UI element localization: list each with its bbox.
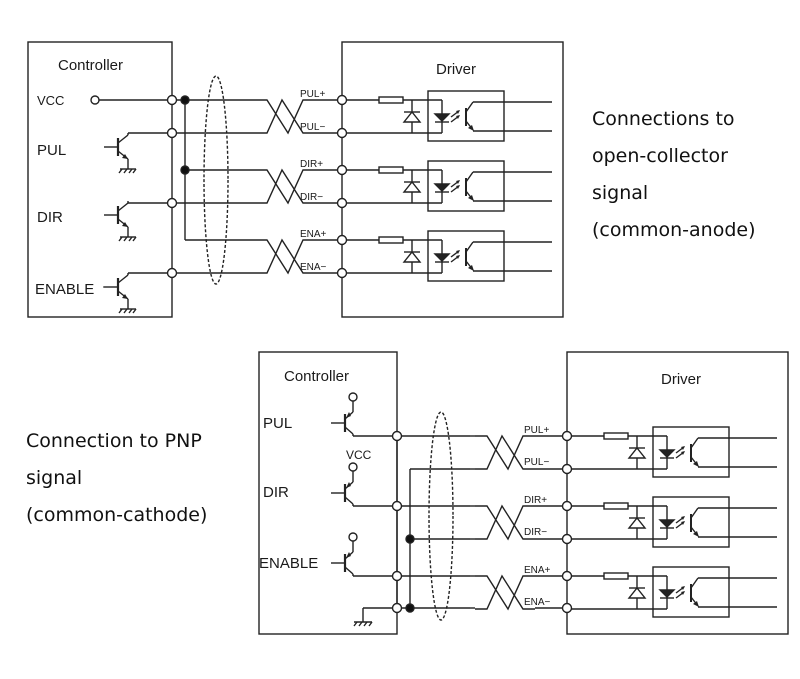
bottom-driver-input-stage-pul bbox=[566, 426, 778, 478]
bottom-caption-line: signal bbox=[26, 467, 83, 489]
top-caption-line: (common-anode) bbox=[592, 219, 756, 241]
top-shield-ellipse bbox=[203, 75, 229, 285]
bottom-ground-icon bbox=[353, 621, 373, 627]
top-caption-line: open-collector bbox=[592, 145, 728, 167]
bottom-driver-title: Driver bbox=[661, 371, 701, 388]
top-terminal-label-dir-plus: DIR+ bbox=[300, 159, 323, 170]
bottom-terminal-label-pul-minus: PUL− bbox=[524, 457, 549, 468]
bottom-pnp-transistor-dir bbox=[329, 461, 359, 506]
top-driver-title: Driver bbox=[436, 61, 476, 78]
top-driver-terminal bbox=[336, 267, 348, 279]
top-driver-box bbox=[341, 41, 564, 318]
top-pin-label-vcc: VCC bbox=[37, 93, 64, 108]
top-pin-label-pul: PUL bbox=[37, 142, 66, 159]
bottom-caption-line: Connection to PNP bbox=[26, 430, 202, 452]
top-terminal-label-dir-minus: DIR− bbox=[300, 192, 323, 203]
top-driver-terminal bbox=[336, 234, 348, 246]
bottom-driver-terminal bbox=[561, 570, 573, 582]
bottom-terminal-label-dir-plus: DIR+ bbox=[524, 495, 547, 506]
top-driver-terminal bbox=[336, 127, 348, 139]
top-npn-transistor-enable bbox=[102, 271, 138, 315]
bottom-terminal-label-pul-plus: PUL+ bbox=[524, 425, 549, 436]
bottom-driver-terminal bbox=[561, 602, 573, 614]
top-driver-terminal bbox=[336, 197, 348, 209]
bottom-driver-input-stage-dir bbox=[566, 496, 778, 548]
top-vcc-terminal bbox=[90, 95, 100, 105]
bottom-controller-terminal bbox=[391, 602, 403, 614]
top-junction-dot bbox=[180, 165, 190, 175]
top-terminal-label-pul-minus: PUL− bbox=[300, 122, 325, 133]
top-terminal-label-pul-plus: PUL+ bbox=[300, 89, 325, 100]
bottom-driver-box bbox=[566, 351, 789, 635]
top-junction-dot bbox=[180, 95, 190, 105]
bottom-caption: Connection to PNP signal (common-cathode… bbox=[26, 423, 207, 534]
top-controller-terminal bbox=[166, 127, 178, 139]
bottom-controller-terminal bbox=[391, 500, 403, 512]
bottom-caption-line: (common-cathode) bbox=[26, 504, 208, 526]
bottom-driver-terminal bbox=[561, 463, 573, 475]
bottom-junction-dot bbox=[405, 603, 415, 613]
top-terminal-label-ena-minus: ENA− bbox=[300, 262, 327, 273]
top-pin-label-dir: DIR bbox=[37, 209, 63, 226]
top-controller-title: Controller bbox=[58, 57, 123, 74]
top-driver-terminal bbox=[336, 94, 348, 106]
bottom-driver-terminal bbox=[561, 533, 573, 545]
bottom-pnp-transistor-enable bbox=[329, 531, 359, 576]
top-controller-terminal bbox=[166, 94, 178, 106]
bottom-pin-label-dir: DIR bbox=[263, 484, 289, 501]
bottom-controller-terminal bbox=[391, 570, 403, 582]
bottom-vcc-label: VCC bbox=[346, 448, 372, 462]
top-pin-label-enable: ENABLE bbox=[35, 281, 94, 298]
bottom-terminal-label-dir-minus: DIR− bbox=[524, 527, 547, 538]
bottom-controller-terminal bbox=[391, 430, 403, 442]
top-caption: Connections to open-collector signal (co… bbox=[592, 101, 756, 249]
bottom-driver-input-stage-ena bbox=[566, 566, 778, 618]
top-driver-input-stage-dir bbox=[341, 160, 553, 212]
bottom-junction-dot bbox=[405, 534, 415, 544]
bottom-pin-label-enable: ENABLE bbox=[259, 555, 318, 572]
top-controller-terminal bbox=[166, 267, 178, 279]
top-driver-input-stage-pul bbox=[341, 90, 553, 142]
bottom-pnp-transistor-pul bbox=[329, 391, 359, 436]
bottom-terminal-label-ena-minus: ENA− bbox=[524, 597, 551, 608]
top-terminal-label-ena-plus: ENA+ bbox=[300, 229, 327, 240]
bottom-terminal-label-ena-plus: ENA+ bbox=[524, 565, 551, 576]
bottom-controller-title: Controller bbox=[284, 368, 349, 385]
top-npn-transistor-dir bbox=[102, 199, 138, 243]
top-npn-transistor-pul bbox=[102, 131, 138, 175]
bottom-pin-label-pul: PUL bbox=[263, 415, 292, 432]
top-driver-input-stage-ena bbox=[341, 230, 553, 282]
top-driver-terminal bbox=[336, 164, 348, 176]
bottom-driver-terminal bbox=[561, 500, 573, 512]
top-controller-terminal bbox=[166, 197, 178, 209]
top-controller-box bbox=[27, 41, 173, 318]
bottom-shield-ellipse bbox=[428, 411, 454, 621]
top-caption-line: Connections to bbox=[592, 108, 735, 130]
bottom-driver-terminal bbox=[561, 430, 573, 442]
top-caption-line: signal bbox=[592, 182, 649, 204]
